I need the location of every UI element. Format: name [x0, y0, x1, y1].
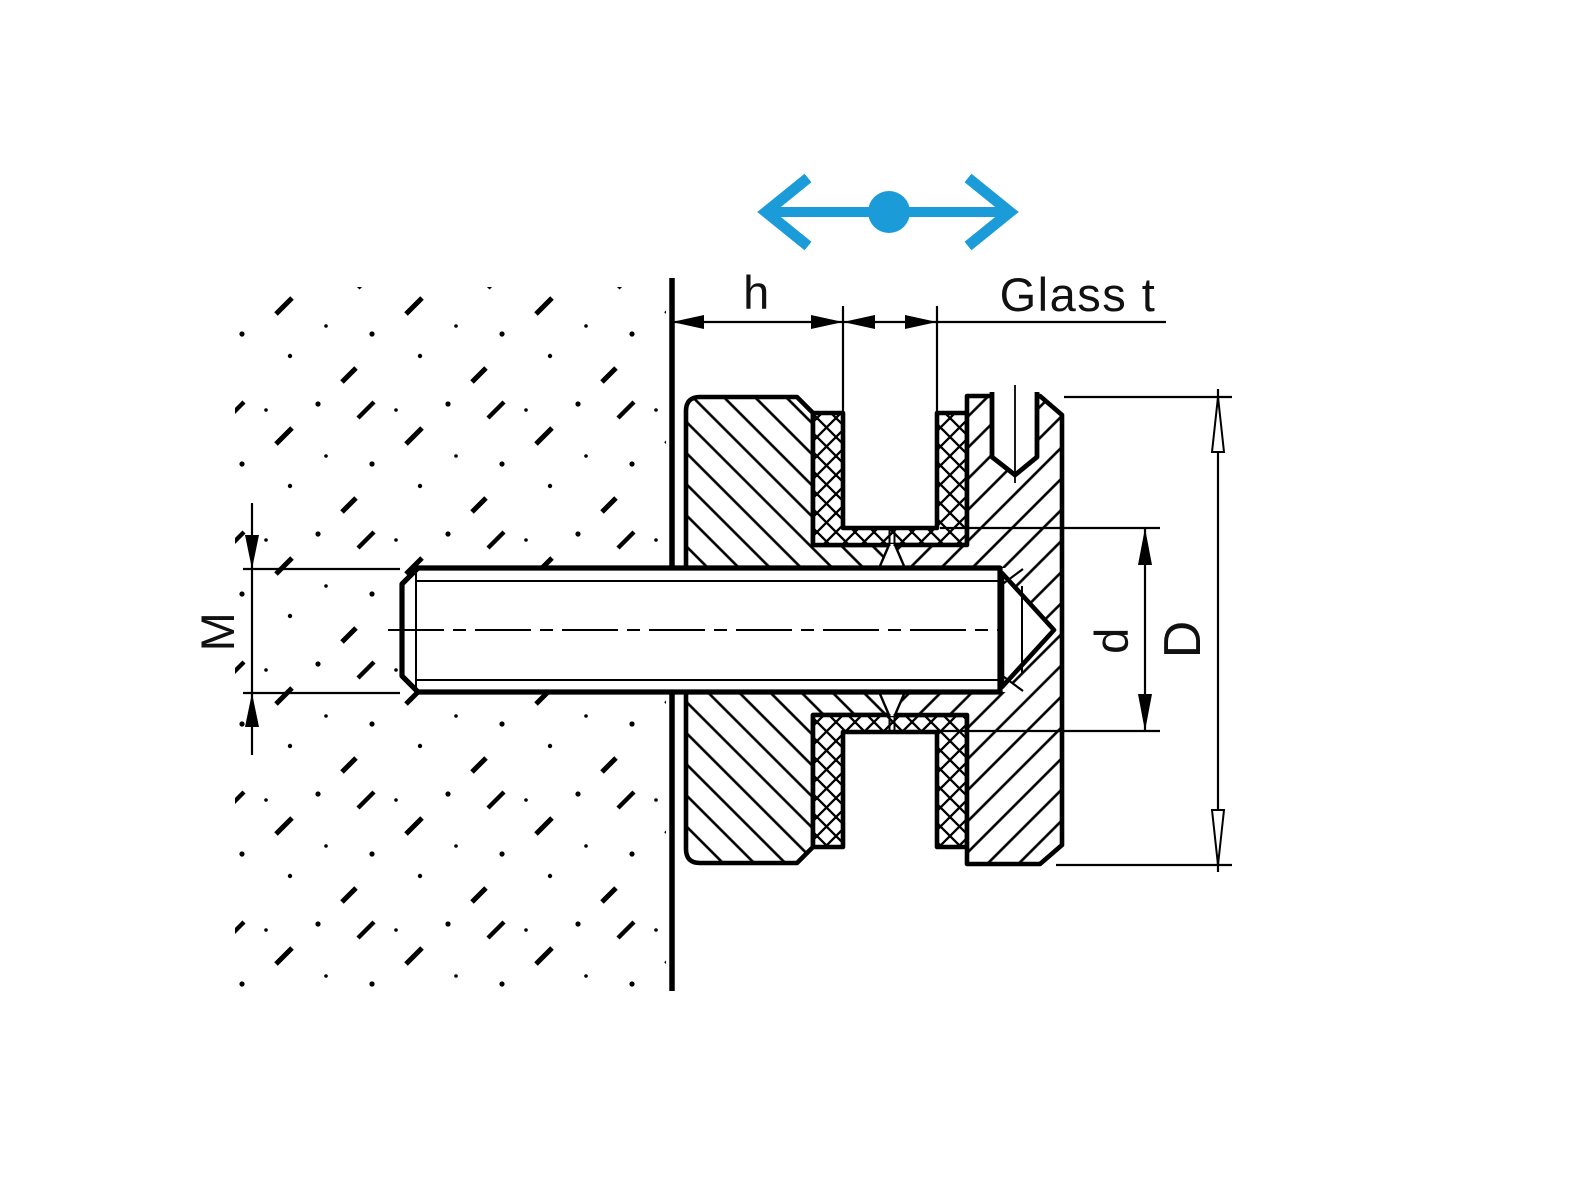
arrow-D-top	[1210, 396, 1226, 453]
label-h: h	[743, 266, 771, 319]
arrow-h-right	[811, 315, 843, 329]
body-cap-parting-line	[878, 529, 906, 731]
arrow-D-bottom	[1210, 809, 1226, 866]
dimension-d: d	[940, 526, 1160, 733]
horizontal-adjust-arrow-icon	[757, 173, 1019, 251]
gasket-upper	[810, 410, 970, 548]
arrow-d-bottom	[1138, 694, 1152, 731]
arrow-glasst-left	[843, 315, 875, 329]
dimension-M: M	[191, 503, 400, 755]
arrow-M-top	[245, 535, 259, 569]
adjust-arrow-pivot-dot	[868, 191, 910, 233]
dimension-h-glass-t: h Glass t	[672, 266, 1166, 412]
adjust-arrow-head-left	[757, 173, 812, 251]
threaded-stud	[388, 565, 1057, 695]
arrow-glasst-right	[905, 315, 937, 329]
label-M: M	[191, 611, 244, 652]
label-glass-t: Glass t	[1000, 268, 1157, 321]
arrow-M-bottom	[245, 693, 259, 727]
adjust-arrow-head-right	[964, 173, 1019, 251]
gasket-lower	[810, 712, 970, 850]
label-D: D	[1154, 620, 1212, 659]
arrow-h-left	[672, 315, 704, 329]
label-d: d	[1085, 626, 1138, 654]
arrow-d-top	[1138, 528, 1152, 565]
dimension-D: D	[1056, 389, 1232, 872]
rubber-gasket	[810, 410, 970, 850]
